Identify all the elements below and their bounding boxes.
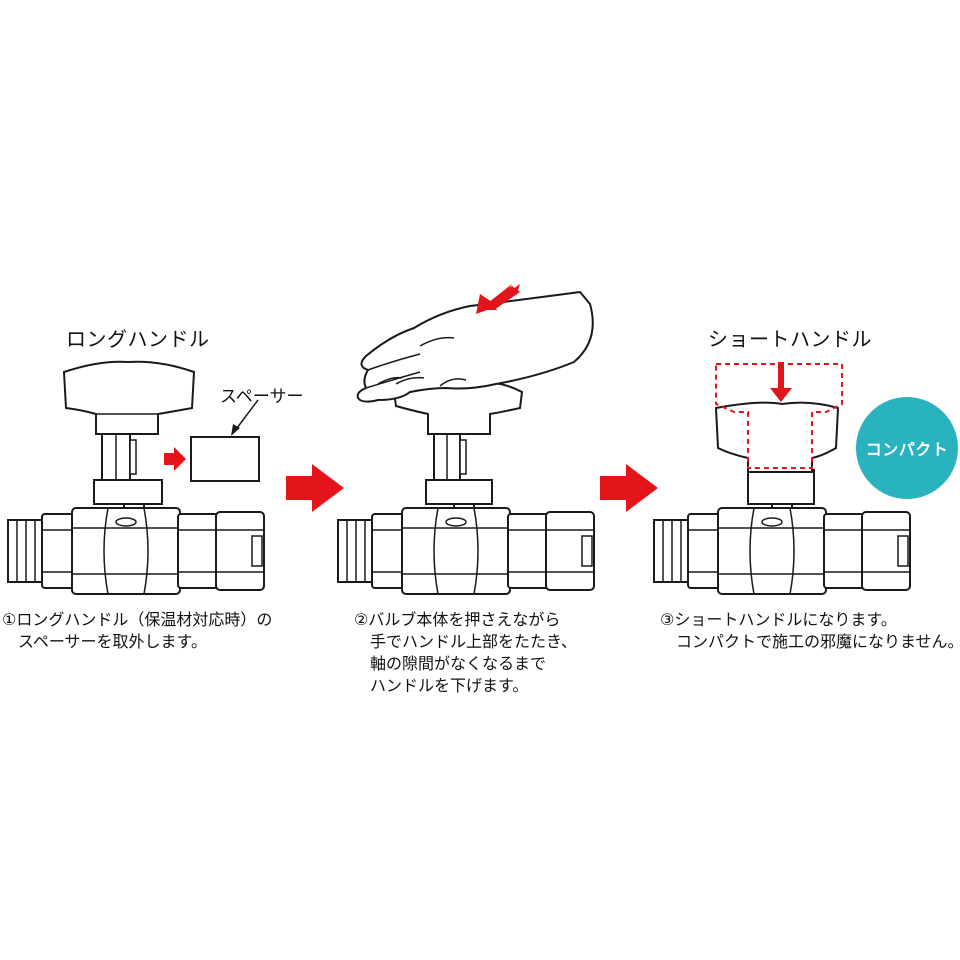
step3-valve-icon — [653, 469, 911, 595]
caption-line: 手でハンドル上部をたたき、 — [370, 632, 577, 651]
caption-line: ②バルブ本体を押さえながら — [354, 610, 561, 629]
step2-caption: ②バルブ本体を押さえながら 手でハンドル上部をたたき、 軸の隙間がなくなるまで … — [354, 609, 577, 697]
caption-line: ③ショートハンドルになります。 — [660, 610, 897, 629]
step2-valve-icon — [337, 433, 595, 595]
step3-title: ショートハンドル — [708, 327, 872, 351]
long-handle-icon — [62, 360, 196, 435]
short-handle-icon — [714, 401, 840, 473]
caption-line: ①ロングハンドル（保温材対応時）の — [2, 610, 273, 629]
arrow-down-icon — [770, 362, 792, 402]
step1-title: ロングハンドル — [66, 327, 210, 351]
caption-line: スペーサーを取外します。 — [18, 632, 207, 651]
arrow-press-icon — [476, 284, 520, 314]
spacer-icon — [190, 436, 260, 482]
arrow-right-icon — [286, 464, 344, 512]
caption-line: コンパクトで施工の邪魔になりません。 — [676, 632, 960, 651]
arrow-right-icon — [164, 447, 186, 471]
arrow-right-icon — [600, 464, 658, 512]
spacer-label: スペーサー — [220, 387, 304, 407]
caption-line: 軸の隙間がなくなるまで — [370, 654, 547, 673]
compact-badge: コンパクト — [856, 397, 958, 499]
caption-line: ハンドルを下げます。 — [370, 676, 529, 695]
step3-caption: ③ショートハンドルになります。 コンパクトで施工の邪魔になりません。 — [660, 609, 960, 653]
spacer-pointer-head — [231, 424, 240, 436]
hand-icon — [356, 291, 594, 403]
dashed-original-position-outline — [715, 363, 843, 469]
step1-caption: ①ロングハンドル（保温材対応時）の スペーサーを取外します。 — [2, 609, 272, 653]
spacer-pointer — [233, 399, 259, 433]
